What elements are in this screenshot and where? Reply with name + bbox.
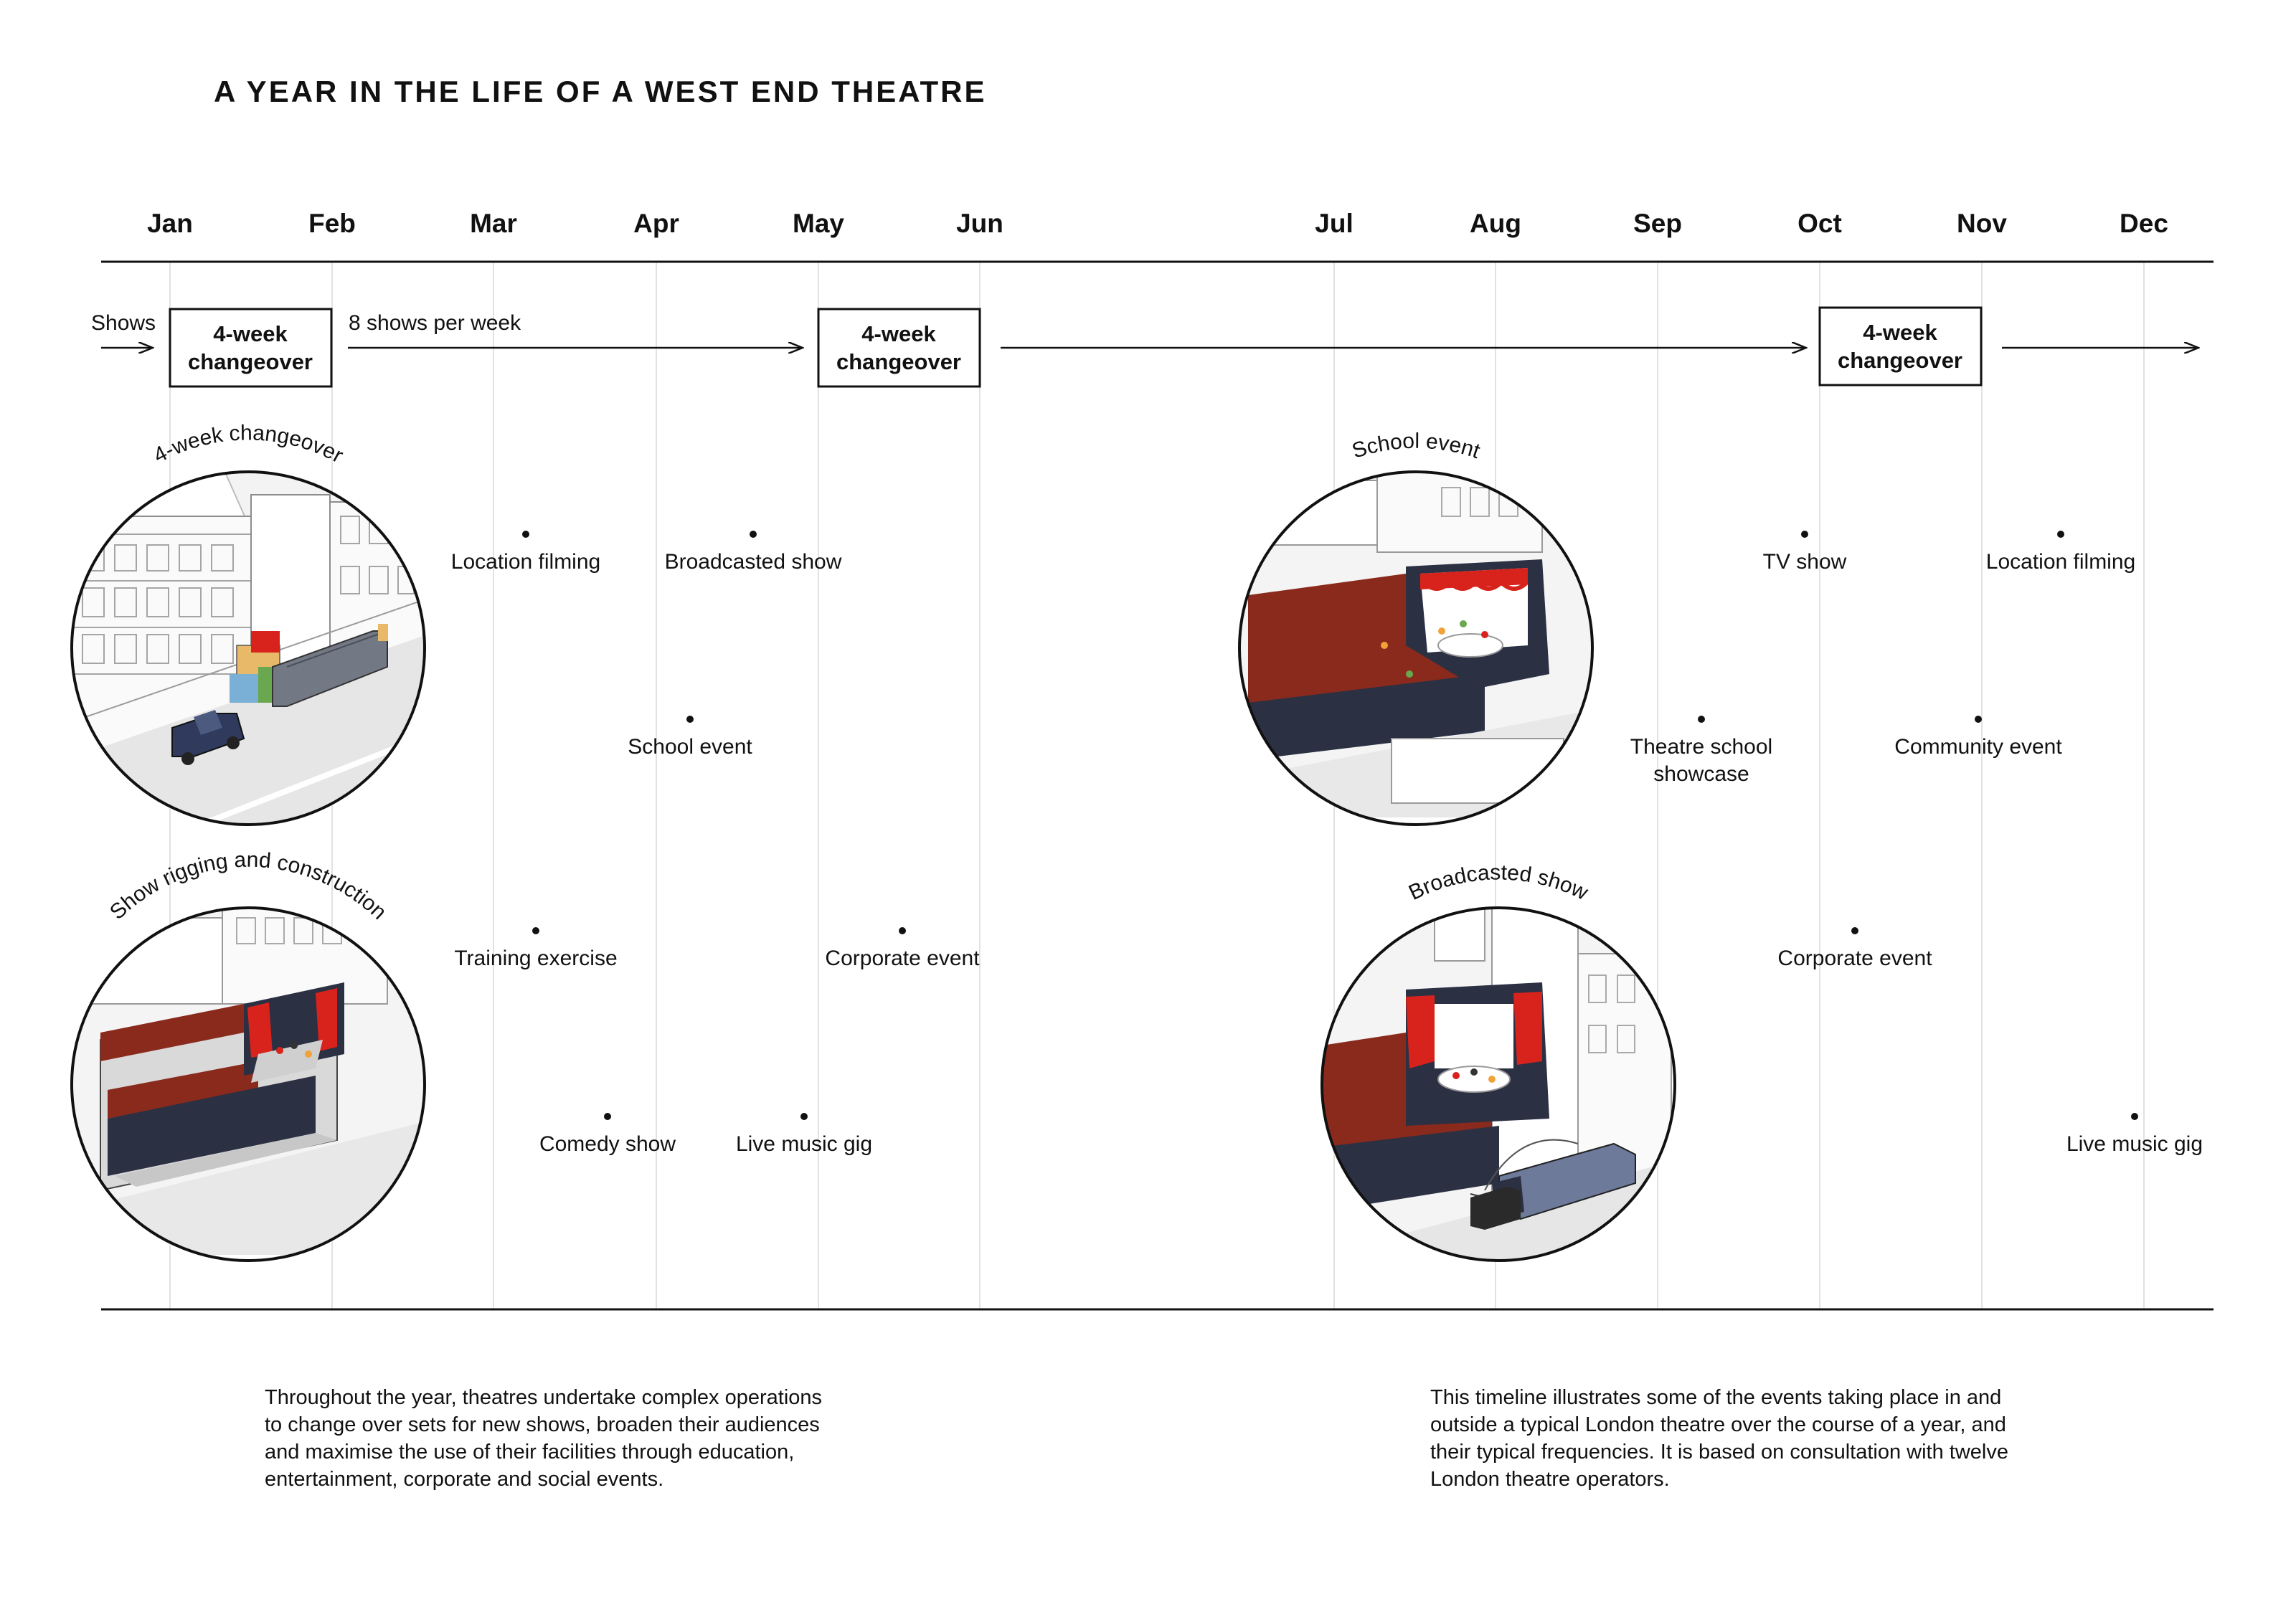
month-label: May (793, 209, 844, 238)
event-marker: Live music gig (2066, 1113, 2203, 1156)
event-label: Live music gig (2066, 1132, 2203, 1156)
event-label: Broadcasted show (665, 550, 842, 574)
event-dot (750, 531, 757, 538)
event-dot (686, 716, 694, 723)
changeover-box: 4-week changeover (1818, 306, 1983, 386)
month-label: Nov (1957, 209, 2007, 238)
vignette-outline (1321, 906, 1676, 1262)
vignette: Broadcasted show (1321, 860, 1676, 1262)
vignette-title: School event (1349, 430, 1483, 464)
description-left: Throughout the year, theatres undertake … (265, 1386, 823, 1491)
event-dot (1698, 716, 1705, 723)
month-label: Aug (1470, 209, 1521, 238)
event-dot (604, 1113, 611, 1120)
month-label: Mar (470, 209, 517, 238)
page-title: A YEAR IN THE LIFE OF A WEST END THEATRE (214, 75, 987, 108)
event-label: Corporate event (1777, 947, 1932, 970)
vignette-illustration (1219, 459, 1592, 817)
changeover-box: 4-week changeover (817, 308, 981, 388)
event-label: Comedy show (539, 1132, 676, 1156)
month-label: Jun (956, 209, 1003, 238)
changeover-label: changeover (1838, 348, 1962, 373)
per-week-label: 8 shows per week (349, 311, 521, 335)
month-label: Sep (1633, 209, 1682, 238)
vignette-outline (70, 470, 426, 826)
changeover-label: changeover (188, 349, 313, 374)
month-label: Apr (633, 209, 679, 238)
event-dot (2057, 531, 2064, 538)
event-marker: Community event (1894, 716, 2062, 759)
event-label: Location filming (1986, 550, 2135, 574)
vignette-title: Broadcasted show (1405, 860, 1592, 905)
vignette: 4-week changeover (70, 421, 426, 826)
event-dot (1801, 531, 1808, 538)
event-label: Community event (1894, 735, 2062, 759)
vignette: School event (1219, 430, 1594, 826)
event-marker: Location filming (451, 531, 600, 574)
event-marker: TV show (1763, 531, 1847, 574)
event-dot (1851, 927, 1858, 934)
changeover-label: 4-week (1863, 320, 1937, 345)
event-marker: School event (628, 716, 752, 759)
event-label: Corporate event (825, 947, 980, 970)
event-label: Training exercise (454, 947, 617, 970)
month-label: Jan (147, 209, 193, 238)
vignette: Show rigging and construction (70, 848, 426, 1262)
month-label: Dec (2120, 209, 2168, 238)
event-label: TV show (1763, 550, 1847, 574)
event-marker: Theatre school showcase (1630, 716, 1772, 786)
changeover-label: changeover (836, 349, 961, 374)
vignette-outline (70, 906, 426, 1262)
event-marker: Corporate event (825, 927, 980, 970)
month-label: Jul (1315, 209, 1353, 238)
event-dot (532, 927, 539, 934)
shows-label: Shows (91, 311, 156, 335)
changeover-box: 4-week changeover (169, 308, 333, 388)
vignette-outline (1238, 470, 1594, 826)
event-dot (522, 531, 529, 538)
changeover-label: 4-week (213, 321, 288, 346)
event-label: showcase (1653, 762, 1749, 786)
changeover-label: 4-week (861, 321, 936, 346)
vignette-title: 4-week changeover (150, 421, 347, 468)
event-label: Live music gig (736, 1132, 872, 1156)
event-label: Location filming (451, 550, 600, 574)
event-label: Theatre school (1630, 735, 1772, 759)
event-dot (2131, 1113, 2138, 1120)
event-label: School event (628, 735, 752, 759)
event-dot (899, 927, 906, 934)
event-dot (800, 1113, 808, 1120)
event-marker: Training exercise (454, 927, 618, 970)
event-marker: Live music gig (736, 1113, 872, 1156)
event-dot (1975, 716, 1982, 723)
month-label: Oct (1797, 209, 1842, 238)
event-marker: Comedy show (539, 1113, 676, 1156)
description-right: This timeline illustrates some of the ev… (1430, 1386, 2008, 1491)
event-marker: Corporate event (1777, 927, 1932, 970)
event-marker: Broadcasted show (665, 531, 842, 574)
event-marker: Location filming (1986, 531, 2135, 574)
month-label: Feb (308, 209, 356, 238)
